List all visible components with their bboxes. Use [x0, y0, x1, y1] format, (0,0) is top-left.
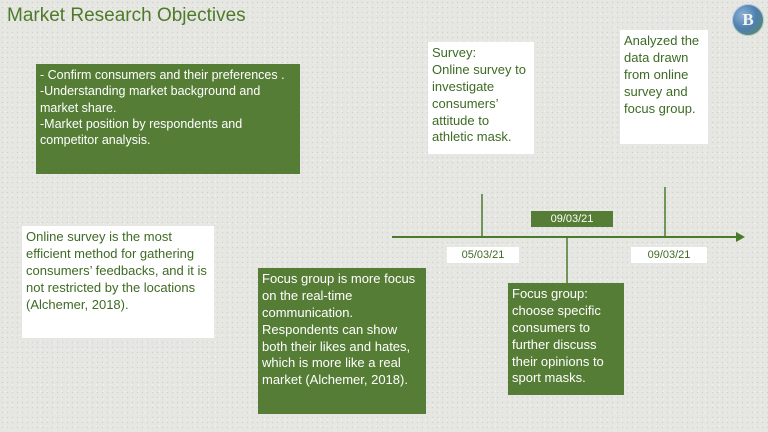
focus-group-box: Focus group: choose specific consumers t…	[508, 283, 624, 395]
online-survey-note: Online survey is the most efficient meth…	[22, 226, 214, 338]
focus-group-description: choose specific consumers to further dis…	[512, 302, 604, 386]
objective-item: - Confirm consumers and their preference…	[40, 68, 285, 82]
analysis-text: Analyzed the data drawn from online surv…	[624, 33, 700, 116]
focus-group-heading: Focus group:	[512, 286, 588, 301]
date-label: 09/03/21	[631, 247, 707, 263]
survey-heading: Survey:	[432, 45, 477, 60]
survey-box: Survey: Online survey to investigate con…	[428, 42, 534, 154]
objective-item: -Understanding market background and mar…	[40, 84, 261, 115]
logo-letter: B	[742, 10, 754, 29]
logo-icon: B	[732, 4, 764, 36]
analysis-box: Analyzed the data drawn from online surv…	[620, 30, 708, 144]
objective-item: -Market position by respondents and comp…	[40, 116, 243, 147]
date-label: 05/03/21	[447, 247, 519, 263]
focus-group-note-text: Focus group is more focus on the real-ti…	[262, 271, 416, 388]
timeline-arrowhead	[736, 232, 745, 242]
survey-description: Online survey to investigate consumers’ …	[432, 61, 526, 145]
page-title: Market Research Objectives	[7, 5, 246, 26]
focus-group-note: Focus group is more focus on the real-ti…	[258, 268, 426, 414]
online-survey-note-text: Online survey is the most efficient meth…	[26, 229, 207, 312]
date-label-highlight: 09/03/21	[531, 211, 613, 227]
objectives-box: - Confirm consumers and their preference…	[36, 64, 300, 174]
